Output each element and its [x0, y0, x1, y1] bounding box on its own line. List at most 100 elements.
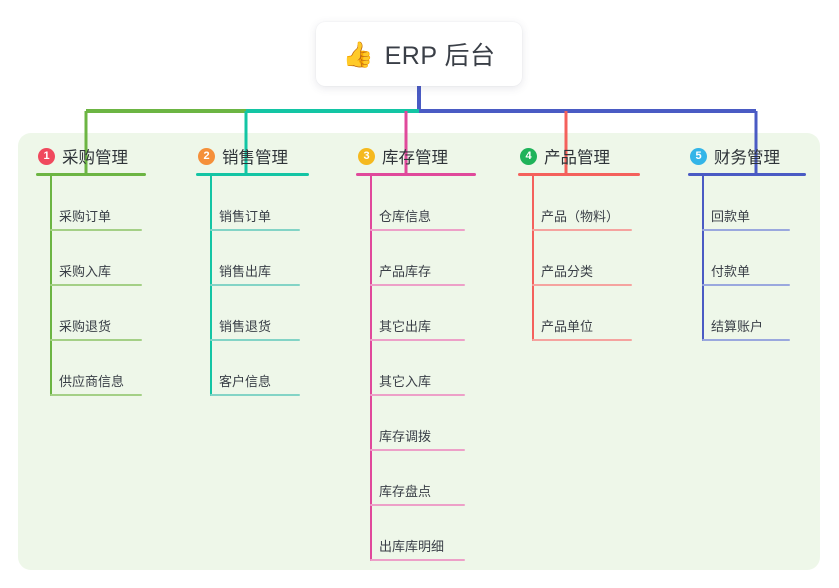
- leaf-item[interactable]: 其它出库: [356, 286, 476, 341]
- leaf-label: 销售订单: [219, 209, 272, 224]
- branch-column-1: 1 采购管理采购订单采购入库采购退货供应商信息: [36, 143, 146, 396]
- branch-header-rule: [196, 173, 309, 176]
- leaf-item[interactable]: 库存调拨: [356, 396, 476, 451]
- branch-spine: [532, 176, 534, 341]
- leaf-label: 回款单: [711, 209, 751, 224]
- leaf-label: 出库库明细: [379, 539, 445, 554]
- leaf-rule: [532, 229, 632, 231]
- leaf-rule: [702, 229, 790, 231]
- branch-number-badge: 1: [38, 147, 55, 165]
- leaf-item[interactable]: 产品库存: [356, 231, 476, 286]
- leaf-label: 库存调拨: [379, 429, 432, 444]
- branch-leaf-list: 仓库信息产品库存其它出库其它入库库存调拨库存盘点出库库明细: [356, 176, 476, 561]
- branch-number-badge: 3: [358, 147, 375, 165]
- branch-column-4: 4 产品管理产品（物料） 产品分类产品单位: [518, 143, 640, 341]
- branch-column-5: 5 财务管理回款单付款单结算账户: [688, 143, 806, 341]
- leaf-label: 采购退货: [59, 319, 112, 334]
- branch-title: 产品管理: [544, 149, 610, 167]
- leaf-rule: [50, 394, 142, 396]
- branch-title: 财务管理: [714, 149, 780, 167]
- leaf-item[interactable]: 产品单位: [518, 286, 640, 341]
- leaf-rule: [210, 394, 300, 396]
- leaf-item[interactable]: 销售订单: [196, 176, 309, 231]
- branch-leaf-list: 回款单付款单结算账户: [688, 176, 806, 341]
- leaf-item[interactable]: 产品分类: [518, 231, 640, 286]
- branch-header-rule: [688, 173, 806, 176]
- leaf-rule: [50, 229, 142, 231]
- leaf-rule: [50, 284, 142, 286]
- leaf-rule: [370, 559, 465, 561]
- branch-spine: [50, 176, 52, 396]
- leaf-item[interactable]: 采购入库: [36, 231, 146, 286]
- leaf-item[interactable]: 采购订单: [36, 176, 146, 231]
- leaf-label: 采购入库: [59, 264, 112, 279]
- root-node[interactable]: 👍 ERP 后台: [316, 22, 522, 86]
- leaf-item[interactable]: 其它入库: [356, 341, 476, 396]
- leaf-rule: [532, 284, 632, 286]
- branch-number-badge: 4: [520, 147, 537, 165]
- leaf-label: 供应商信息: [59, 374, 125, 389]
- leaf-label: 销售退货: [219, 319, 272, 334]
- leaf-item[interactable]: 供应商信息: [36, 341, 146, 396]
- leaf-rule: [50, 339, 142, 341]
- thumbs-up-icon: 👍: [342, 39, 374, 69]
- branch-leaf-list: 产品（物料） 产品分类产品单位: [518, 176, 640, 341]
- diagram-background-panel: [18, 133, 820, 570]
- leaf-rule: [702, 284, 790, 286]
- leaf-rule: [210, 229, 300, 231]
- leaf-label: 产品分类: [541, 264, 594, 279]
- leaf-rule: [702, 339, 790, 341]
- leaf-item[interactable]: 客户信息: [196, 341, 309, 396]
- branch-spine: [370, 176, 372, 561]
- leaf-item[interactable]: 出库库明细: [356, 506, 476, 561]
- branch-header-2[interactable]: 2 销售管理: [196, 143, 309, 169]
- branch-header-rule: [356, 173, 476, 176]
- leaf-rule: [370, 339, 465, 341]
- leaf-rule: [370, 229, 465, 231]
- branch-title: 销售管理: [222, 149, 288, 167]
- leaf-item[interactable]: 付款单: [688, 231, 806, 286]
- leaf-label: 产品（物料）: [541, 209, 620, 224]
- leaf-item[interactable]: 库存盘点: [356, 451, 476, 506]
- branch-spine: [702, 176, 704, 341]
- leaf-item[interactable]: 结算账户: [688, 286, 806, 341]
- leaf-rule: [210, 284, 300, 286]
- leaf-label: 客户信息: [219, 374, 272, 389]
- leaf-rule: [210, 339, 300, 341]
- leaf-label: 采购订单: [59, 209, 112, 224]
- leaf-item[interactable]: 采购退货: [36, 286, 146, 341]
- leaf-item[interactable]: 产品（物料）: [518, 176, 640, 231]
- leaf-rule: [370, 449, 465, 451]
- branch-spine: [210, 176, 212, 396]
- branch-header-4[interactable]: 4 产品管理: [518, 143, 640, 169]
- branch-header-5[interactable]: 5 财务管理: [688, 143, 806, 169]
- leaf-rule: [370, 284, 465, 286]
- branch-leaf-list: 采购订单采购入库采购退货供应商信息: [36, 176, 146, 396]
- leaf-item[interactable]: 仓库信息: [356, 176, 476, 231]
- leaf-item[interactable]: 销售退货: [196, 286, 309, 341]
- leaf-label: 仓库信息: [379, 209, 432, 224]
- leaf-label: 销售出库: [219, 264, 272, 279]
- branch-number-badge: 2: [198, 147, 215, 165]
- leaf-label: 产品单位: [541, 319, 594, 334]
- leaf-label: 其它入库: [379, 374, 432, 389]
- branch-header-1[interactable]: 1 采购管理: [36, 143, 146, 169]
- branch-number-badge: 5: [690, 147, 707, 165]
- branch-leaf-list: 销售订单销售出库销售退货客户信息: [196, 176, 309, 396]
- leaf-label: 库存盘点: [379, 484, 432, 499]
- root-title: ERP 后台: [384, 42, 496, 70]
- leaf-label: 结算账户: [711, 319, 764, 334]
- branch-header-rule: [36, 173, 146, 176]
- branch-header-rule: [518, 173, 640, 176]
- leaf-item[interactable]: 回款单: [688, 176, 806, 231]
- leaf-item[interactable]: 销售出库: [196, 231, 309, 286]
- leaf-label: 产品库存: [379, 264, 432, 279]
- leaf-rule: [532, 339, 632, 341]
- branch-column-2: 2 销售管理销售订单销售出库销售退货客户信息: [196, 143, 309, 396]
- branch-title: 采购管理: [62, 149, 128, 167]
- leaf-label: 其它出库: [379, 319, 432, 334]
